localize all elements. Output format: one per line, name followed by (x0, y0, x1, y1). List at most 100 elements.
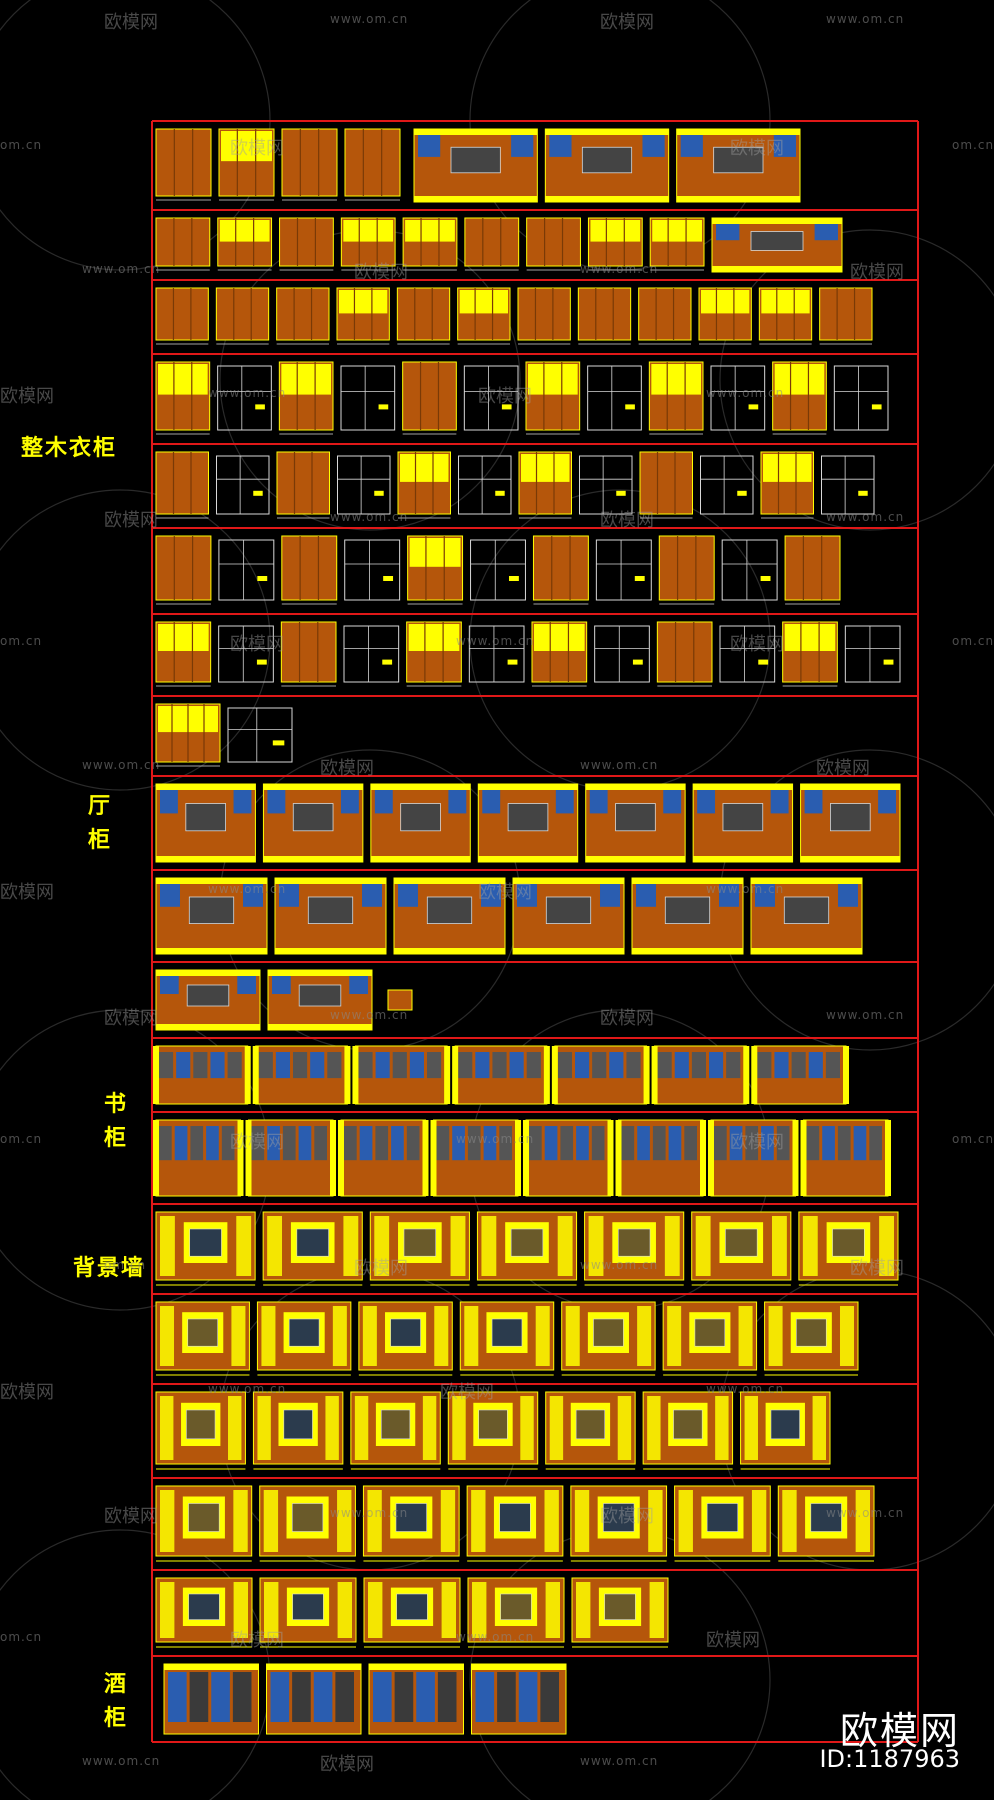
bookcase-shelf (637, 1126, 650, 1161)
watermark-url: om.cn (0, 634, 43, 648)
plan-marker (253, 490, 263, 496)
wall-side-panel (715, 1396, 729, 1460)
wall-side-panel (257, 1396, 271, 1460)
glass-panel (755, 884, 775, 907)
bookcase-shelf (729, 1126, 743, 1161)
watermark-logo: 欧模网 (104, 510, 158, 531)
bookcase-shelf (176, 1052, 191, 1079)
watermark-logo: 欧模网 (478, 386, 532, 407)
wall-side-panel (450, 1216, 466, 1276)
bookcase-shelf (714, 1126, 727, 1161)
wall-inset (796, 1318, 827, 1347)
bookcase-shelf (210, 1052, 225, 1079)
pilaster (252, 1046, 259, 1104)
base-trim (676, 196, 800, 202)
cabinet-plan (218, 539, 275, 601)
pilaster (352, 1046, 359, 1104)
bookcase-shelf (776, 1126, 790, 1161)
category-label-wine-cabinet: 酒 柜 (103, 1672, 128, 1731)
watermark-url: www.om.cn (826, 1008, 905, 1022)
wall-side-panel (332, 1306, 347, 1366)
bookcase-shelf (298, 1126, 312, 1161)
cabinet-elevation (532, 535, 589, 601)
pilaster (751, 1046, 758, 1104)
wall-side-panel (839, 1306, 854, 1366)
wall-side-panel (617, 1396, 632, 1460)
watermark-logo: 欧模网 (320, 1754, 374, 1775)
cabinet-elevation (281, 535, 338, 601)
glass-panel (279, 884, 299, 907)
wine-rack (211, 1672, 230, 1722)
pilaster (651, 1046, 658, 1104)
bookcase-shelf (806, 1126, 820, 1161)
plan-marker (255, 404, 265, 410)
bookcase-shelf (544, 1126, 558, 1161)
plan-marker (508, 576, 519, 581)
cabinet-highlight (763, 454, 812, 482)
glass-panel (362, 884, 382, 907)
wall-side-panel (637, 1306, 652, 1366)
glass-panel (636, 884, 656, 907)
watermark-url: www.om.cn (826, 510, 905, 524)
bookcase-shelf (560, 1126, 574, 1161)
bookcase-shelf (576, 1126, 589, 1161)
glass-panel (233, 790, 252, 814)
cabinet-highlight (590, 220, 641, 242)
cabinet-highlight (281, 364, 331, 395)
base-trim (585, 856, 686, 862)
glass-panel (481, 884, 501, 907)
plan-marker (758, 659, 769, 665)
category-label-background-wall: 背景墙 (72, 1256, 145, 1281)
wall-inset (395, 1503, 427, 1532)
wall-side-panel (471, 1490, 486, 1552)
wall-inset (478, 1409, 508, 1440)
glass-panel (398, 884, 418, 907)
cabinet-plan (217, 365, 272, 431)
wall-side-panel (648, 1490, 663, 1552)
cabinet-elevation (526, 217, 581, 267)
wall-side-panel (264, 1582, 279, 1638)
wall-side-panel (261, 1306, 276, 1366)
bookcase-shelf (592, 1052, 607, 1079)
wall-side-panel (325, 1396, 339, 1460)
cabinet-elevation (155, 535, 212, 601)
cabinet-highlight (405, 220, 455, 242)
cabinet-highlight (409, 538, 461, 567)
bookcase-shelf (427, 1052, 442, 1079)
cabinet-plan (218, 625, 274, 683)
bookcase-shelf (409, 1052, 424, 1079)
watermark-circle (719, 229, 994, 531)
wall-side-panel (565, 1306, 580, 1366)
wall-side-panel (879, 1216, 894, 1276)
wine-rack (189, 1672, 209, 1722)
bookcase-shelf (436, 1126, 450, 1161)
bookcase-shelf (174, 1126, 188, 1161)
cornice (712, 218, 842, 224)
wall-inset (617, 1228, 651, 1257)
bookcase-shelf (745, 1126, 759, 1161)
cornice (414, 129, 538, 135)
watermark-url: om.cn (0, 138, 43, 152)
watermark-logo: 欧模网 (850, 262, 904, 283)
wall-side-panel (441, 1582, 456, 1638)
wall-side-panel (233, 1490, 248, 1552)
glass-panel (804, 790, 823, 814)
base-trim (268, 1024, 372, 1030)
watermark-url: om.cn (0, 1630, 43, 1644)
glass-panel (549, 135, 572, 157)
pilaster (444, 1046, 451, 1104)
plan-marker (858, 490, 868, 496)
bookcase-shelf (853, 1126, 867, 1161)
wall-side-panel (367, 1490, 382, 1552)
cabinet-plan (340, 365, 396, 431)
cabinet-plan (821, 455, 875, 515)
cabinet-elevation (517, 287, 571, 341)
watermark-url: www.om.cn (82, 262, 161, 276)
cabinet-elevation (344, 128, 401, 197)
wall-inset (593, 1318, 624, 1347)
wall-inset (832, 1228, 865, 1257)
cabinet-elevation (281, 128, 338, 197)
watermark-logo: 欧模网 (230, 634, 284, 655)
wall-inset (673, 1409, 703, 1440)
glass-panel (838, 884, 858, 907)
